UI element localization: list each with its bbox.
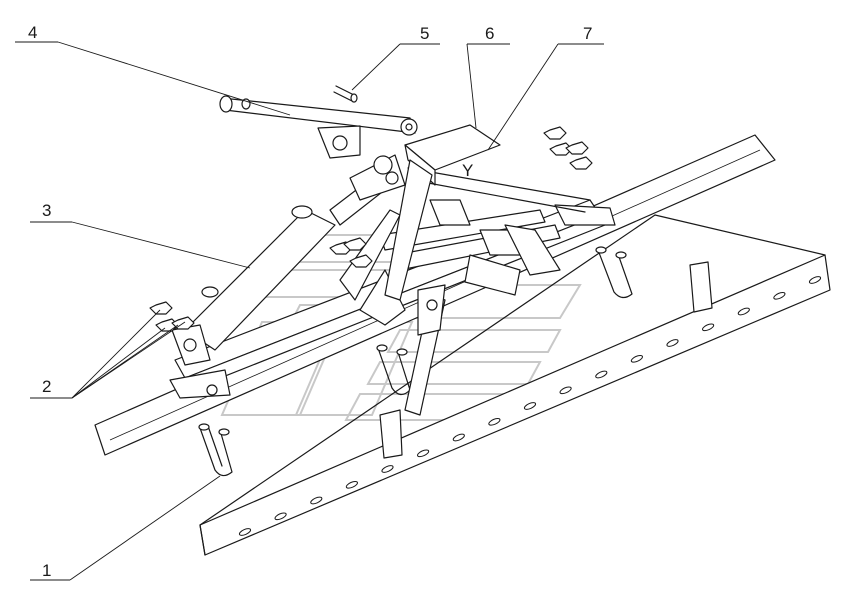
rail-slot [310,496,323,505]
callout-6: 6 [466,24,510,129]
rail-slot [630,354,643,363]
lever-arm [219,95,418,159]
nuts-group [149,126,593,332]
rail-slot [808,276,822,284]
callout-4: 4 [15,23,291,116]
callout-7: 7 [487,24,604,151]
callout-2: 2 [30,309,186,399]
callout-1: 1 [30,475,221,581]
rail-slot [773,291,786,300]
rail-slot [559,386,572,395]
callout-5: 5 [351,24,440,91]
u-bolt-right [595,246,633,299]
rail-slot [523,402,537,410]
rail-slot [595,370,608,379]
callout-label-6: 6 [485,24,494,43]
callout-label-2: 2 [42,377,51,396]
rail-slot [345,480,358,489]
pivot-pin [333,85,358,103]
rail-slot [702,323,715,332]
hydraulic-cylinder [184,154,406,351]
rail-slot [274,512,287,521]
cylinder-clevis [171,324,218,396]
rail-slot [666,339,679,347]
callout-label-7: 7 [583,24,592,43]
callout-label-5: 5 [420,24,429,43]
rail-supports [379,261,713,459]
rail-slot [452,433,465,442]
callout-label-3: 3 [42,201,51,220]
rail-slot [238,528,252,536]
rail-slot [737,307,750,316]
callout-3: 3 [30,201,251,269]
rail-slots [238,276,822,536]
perforated-rail [199,214,831,556]
rail-slot [381,465,394,473]
rail-slot [417,449,430,458]
bracket-mark: Y [462,161,473,180]
callout-label-4: 4 [28,23,37,42]
callout-label-1: 1 [42,561,51,580]
rail-slot [488,417,501,426]
u-bolt-1 [198,423,233,477]
pivot-bracket: Y [384,124,501,416]
